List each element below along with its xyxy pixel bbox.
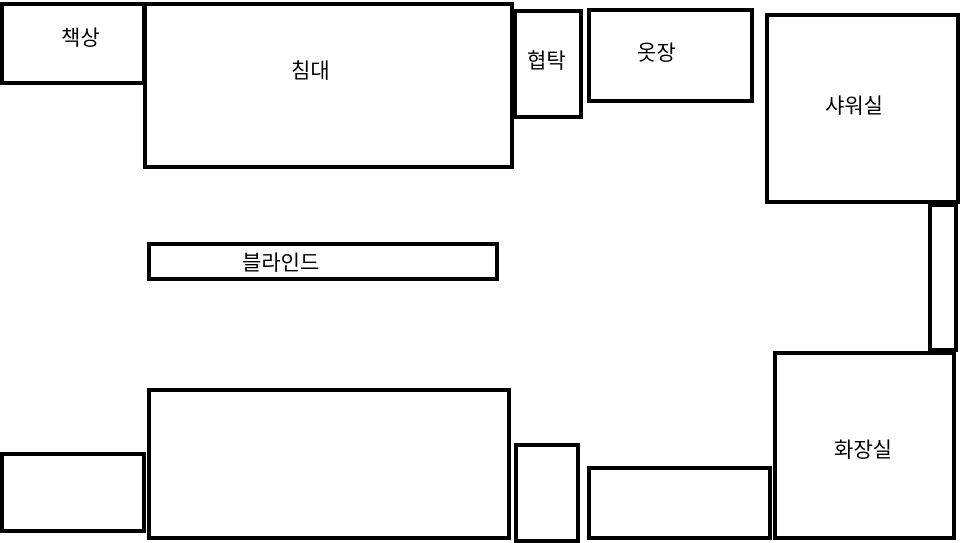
door-strip-box <box>928 203 958 352</box>
wardrobe-box <box>587 8 754 103</box>
desk-box <box>0 2 146 85</box>
bottom-large-box <box>147 388 511 540</box>
bottom-wide-box <box>587 466 772 540</box>
side-table-box <box>513 9 583 119</box>
bottom-narrow-box <box>514 443 580 543</box>
side-table-label: 협탁 <box>527 49 566 73</box>
shower-room-box <box>765 13 960 204</box>
blind-label: 블라인드 <box>242 251 320 275</box>
blind-box <box>147 242 499 281</box>
bed-box <box>143 2 514 169</box>
restroom-label: 화장실 <box>834 438 892 462</box>
desk-label: 책상 <box>61 26 100 50</box>
bed-label: 침대 <box>291 59 330 83</box>
bottom-left-box <box>0 452 146 533</box>
wardrobe-label: 옷장 <box>637 41 676 65</box>
restroom-box <box>773 351 956 540</box>
shower-room-label: 샤워실 <box>825 94 883 118</box>
